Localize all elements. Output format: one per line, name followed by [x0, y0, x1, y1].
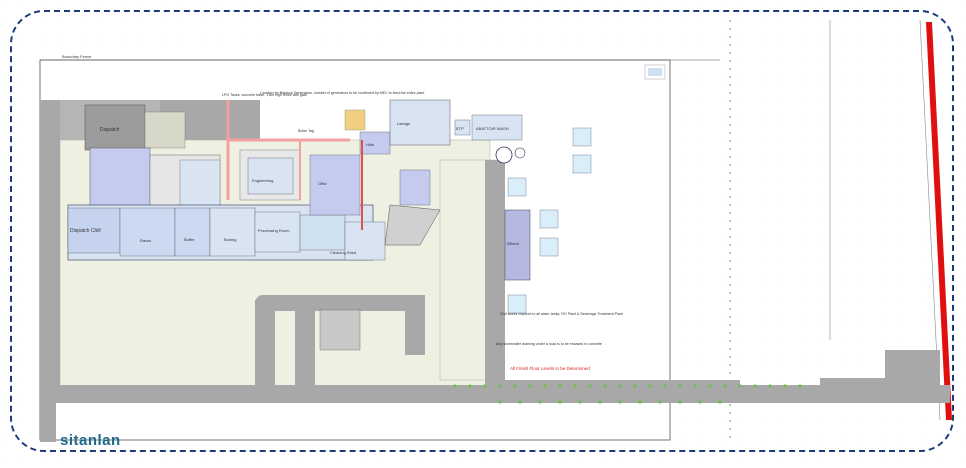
water-tank-circle [495, 146, 513, 164]
effluent-label: Effluent [507, 242, 519, 246]
stormwater-note: Any stormwater draining under a road is … [496, 342, 602, 346]
lpg-note: LPG Tanks, concrete base, 1.8m high fenc… [222, 93, 307, 97]
boning-label: Boning [224, 237, 236, 242]
car-park [319, 309, 361, 351]
buffer-label: Buffer [184, 237, 195, 242]
boundary-fence-label: Boundary Fence [62, 54, 92, 59]
etp-label: ETP [456, 126, 464, 131]
civil-works-note: Civil works required to all water tanks,… [500, 312, 623, 316]
red-boundary-line [926, 22, 952, 420]
lairage-label: Lairage [397, 121, 411, 126]
tree-line-horizontal [453, 384, 802, 404]
finish-levels-note: All Finish Floor Levels to be Determined [510, 366, 590, 371]
dispatch-label: Dispatch [100, 127, 120, 133]
cleaning-shed-label: Cleaning Shed [330, 250, 356, 255]
dispatch-chill-label: Dispatch Chill [70, 228, 101, 234]
processing-label: Processing Room [258, 228, 290, 233]
boiler-tag-note: Boiler Tag [298, 129, 314, 133]
west-road [40, 100, 60, 400]
hide-label: Hide [366, 142, 375, 147]
abattoir-wash [471, 114, 523, 141]
abattoir-wash-label: ABATTOIR WASH [476, 126, 509, 131]
sitanlan-logo: sitanlan [60, 432, 121, 449]
engineering-label: Engineering [252, 178, 273, 183]
racks-label: Racks [140, 238, 151, 243]
generator-note: Location for Balance Generators, number … [260, 91, 424, 95]
offal-label: Offal [318, 181, 326, 186]
